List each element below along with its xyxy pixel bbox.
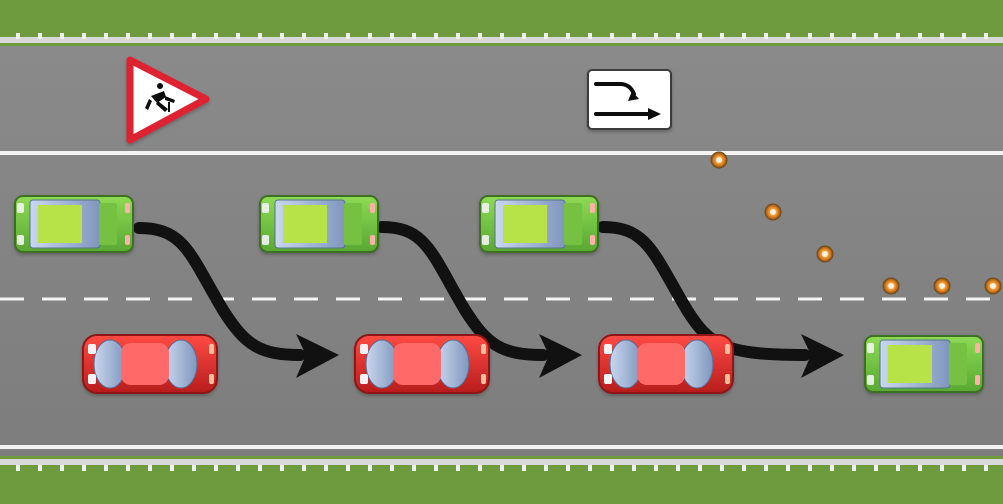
- lane-shift-right-icon: [587, 69, 672, 130]
- merge-arrows: [133, 221, 811, 361]
- green-car-2: [259, 195, 379, 253]
- top-posts: [16, 33, 988, 39]
- upper-solid-line: [0, 151, 1003, 155]
- bottom-posts: [16, 465, 988, 471]
- lower-solid-line: [0, 445, 1003, 449]
- green-car-4: [864, 335, 984, 393]
- curved-merge-arrow-icon: [597, 221, 811, 361]
- red-car-3: [598, 334, 734, 394]
- red-car-2: [354, 334, 490, 394]
- bottom-guardrail: [0, 459, 1003, 465]
- curved-merge-arrow-icon: [376, 221, 549, 361]
- triangle-roadworks-icon: [126, 56, 210, 144]
- merge-arrow-heads: [296, 334, 844, 378]
- green-car-3: [479, 195, 599, 253]
- red-car-1: [82, 334, 218, 394]
- traffic-cones: [710, 151, 1002, 295]
- top-guardrail: [0, 37, 1003, 43]
- green-car-1: [14, 195, 134, 253]
- curved-merge-arrow-icon: [133, 222, 306, 361]
